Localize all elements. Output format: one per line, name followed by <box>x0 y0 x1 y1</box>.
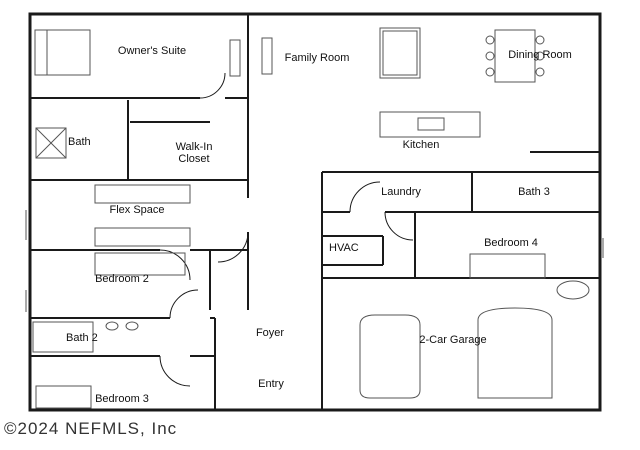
room-label-hvac: HVAC <box>329 242 359 254</box>
room-label-walk-in-closet: Walk-In Closet <box>175 141 213 165</box>
room-label-dining-room: Dining Room <box>508 49 572 61</box>
room-label-entry: Entry <box>258 378 284 390</box>
room-label-bath-2: Bath 2 <box>66 332 98 344</box>
watermark-text: ©2024 NEFMLS, Inc <box>4 419 178 438</box>
room-label-flex-space: Flex Space <box>109 204 165 216</box>
room-label-foyer: Foyer <box>255 327 285 339</box>
exterior-walls <box>30 14 600 410</box>
room-label-kitchen: Kitchen <box>402 139 440 151</box>
fixtures <box>26 28 603 408</box>
room-label-bedroom-3: Bedroom 3 <box>95 393 149 405</box>
room-label-owners-suite: Owner's Suite <box>117 45 187 57</box>
interior-walls <box>30 14 600 410</box>
room-label-two-car-garage: 2-Car Garage <box>419 334 487 346</box>
door-swings <box>160 73 413 386</box>
room-label-laundry: Laundry <box>381 186 421 198</box>
room-label-bedroom-2: Bedroom 2 <box>95 273 149 285</box>
room-label-bedroom-4: Bedroom 4 <box>484 237 538 249</box>
room-label-bath: Bath <box>68 136 91 148</box>
room-label-family-room: Family Room <box>284 52 350 64</box>
room-label-bath-3-upper: Bath 3 <box>518 186 550 198</box>
